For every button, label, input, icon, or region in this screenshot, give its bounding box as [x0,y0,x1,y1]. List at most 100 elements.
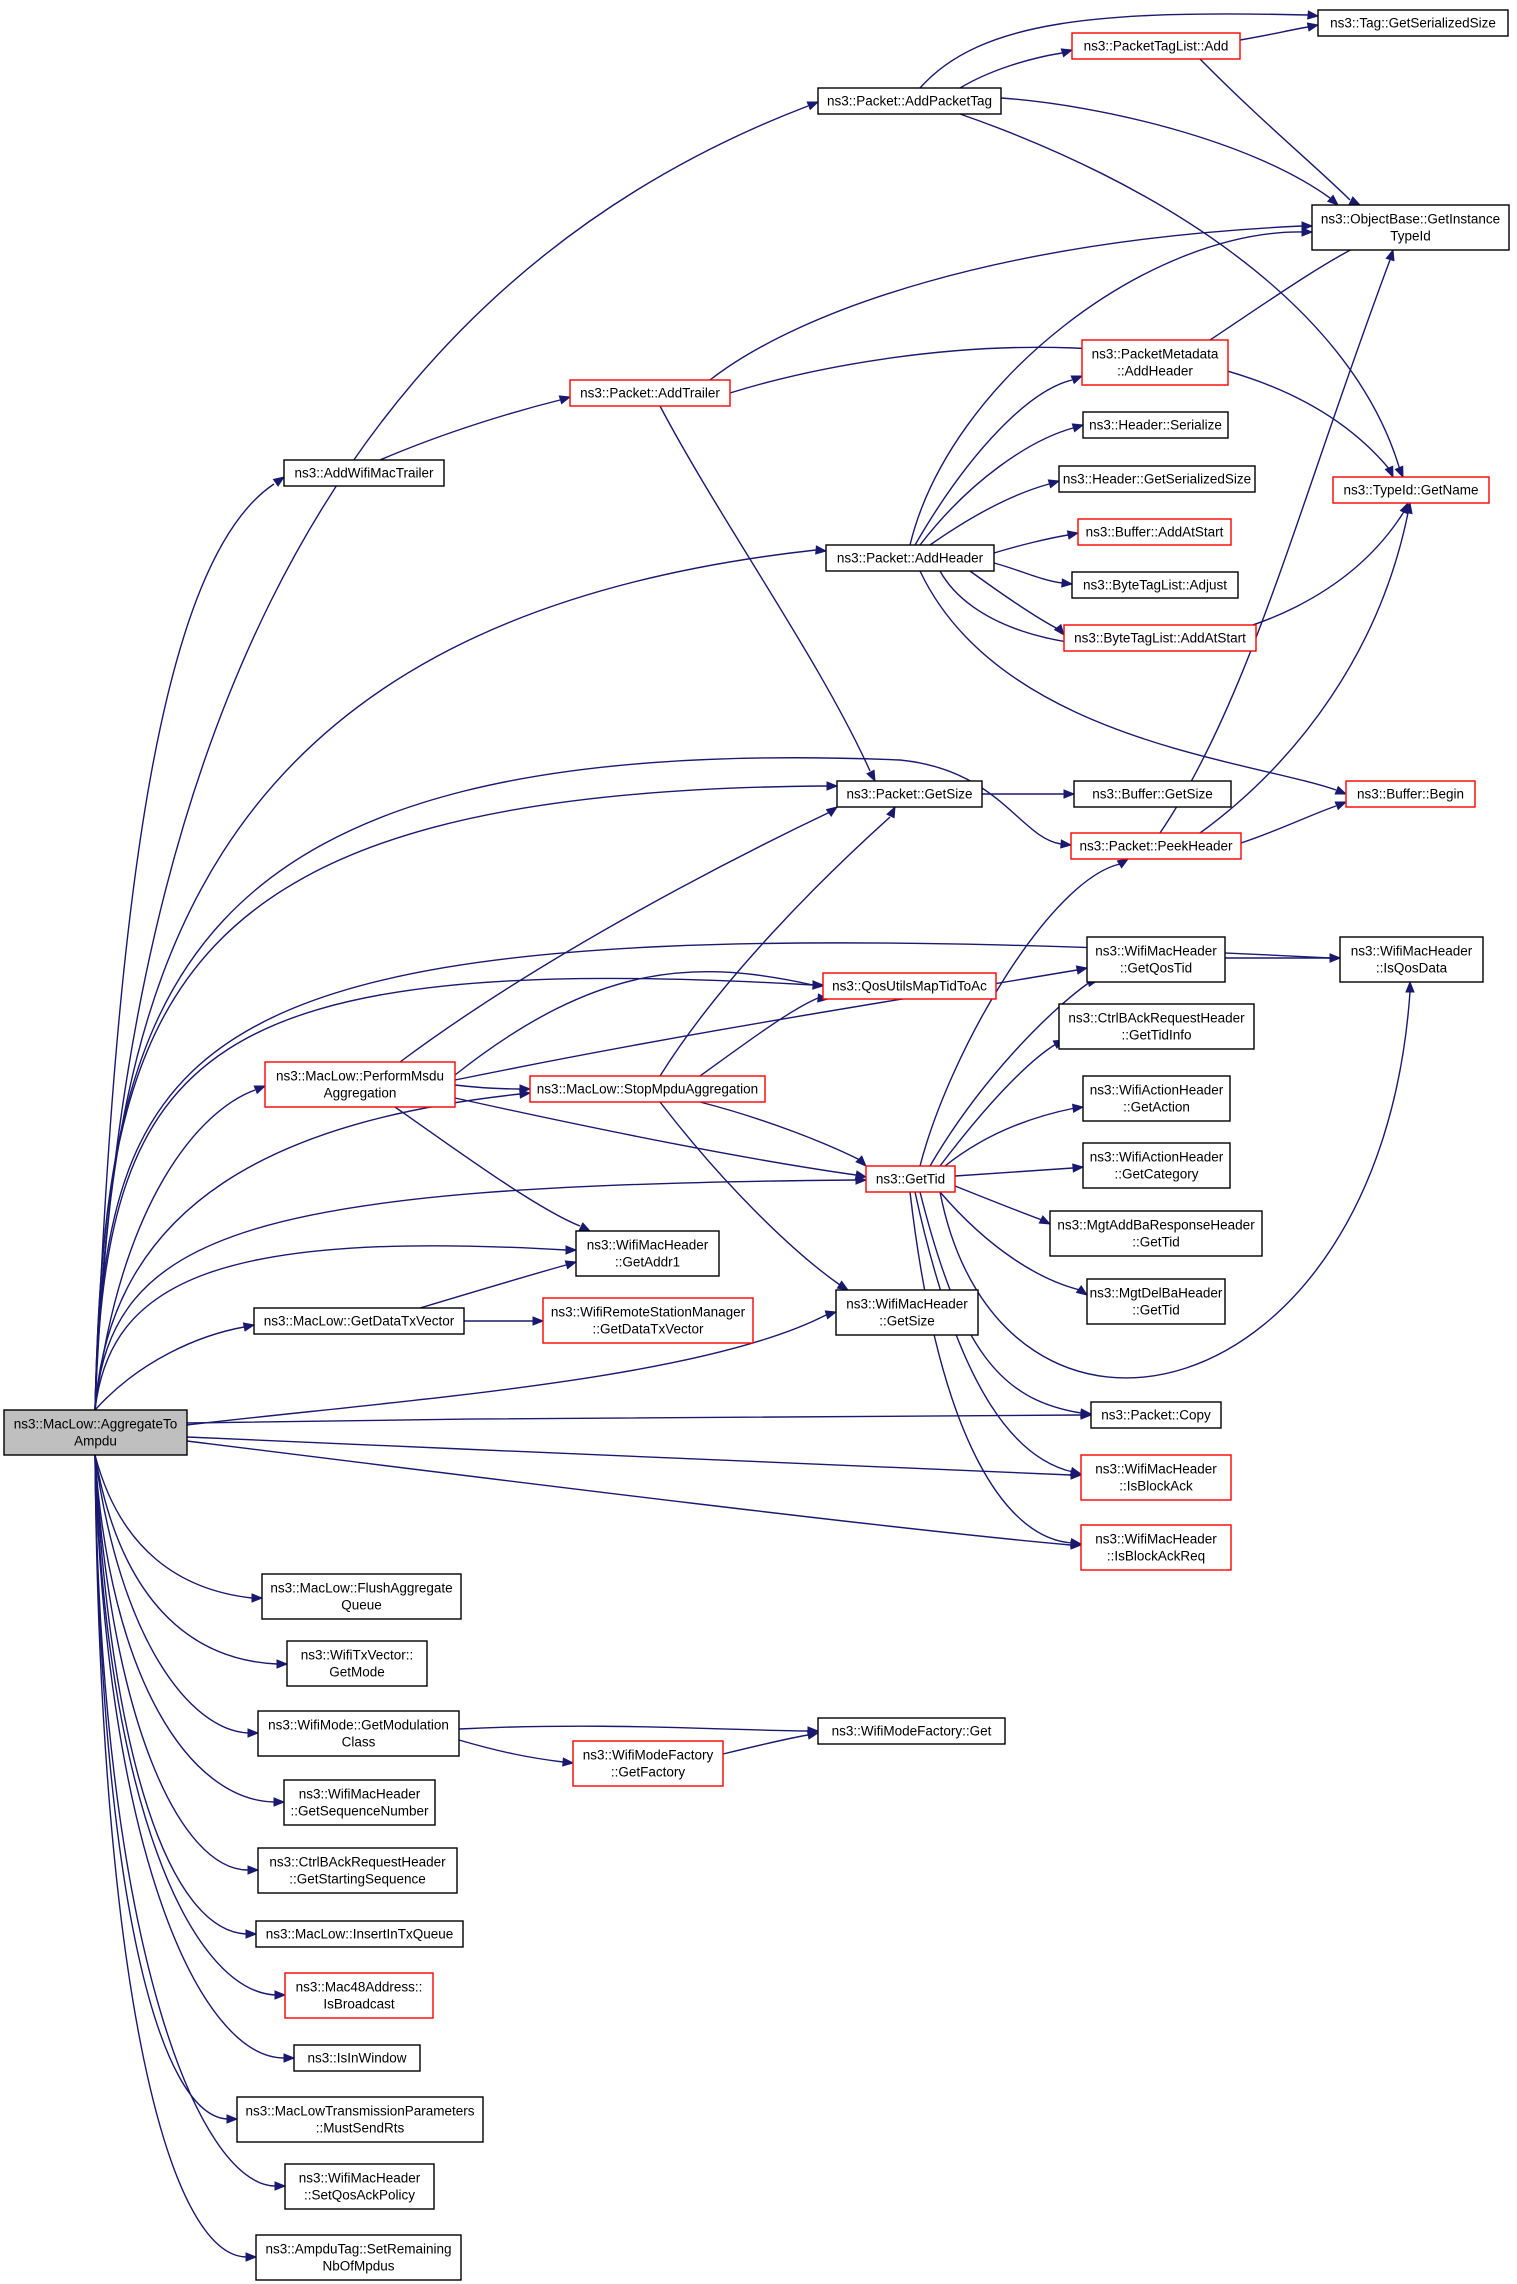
node-label: Ampdu [74,1434,117,1449]
function-node[interactable]: ns3::PacketTagList::Add [1071,32,1241,60]
node-box [1332,476,1490,504]
edge-n27-to-n22 [939,1039,1066,1167]
function-node[interactable]: ns3::Buffer::AddAtStart [1077,518,1232,546]
arrowhead [826,781,839,791]
function-node[interactable]: ns3::WifiMacHeader::GetSize [835,1289,979,1336]
arrowhead [1329,953,1342,963]
function-node[interactable]: ns3::WifiMacHeader::GetQosTid [1086,936,1226,983]
function-node[interactable]: ns3::WifiModeFactory::Get [817,1717,1006,1745]
node-label: ns3::WifiMacHeader [299,2171,421,2186]
function-node[interactable]: ns3::WifiActionHeader::GetAction [1082,1075,1231,1122]
function-node[interactable]: ns3::MacLow::StopMpduAggregation [529,1075,766,1103]
function-node[interactable]: ns3::ByteTagList::Adjust [1071,571,1239,599]
edge-n1-to-n2 [959,48,1074,89]
function-node[interactable]: ns3::Buffer::Begin [1345,780,1476,808]
function-node[interactable]: ns3::WifiMacHeader::IsQosData [1339,936,1484,983]
function-node[interactable]: ns3::CtrlBAckRequestHeader::GetStartingS… [257,1847,458,1894]
edge-n12-to-n17 [919,570,1348,795]
edge-n23-to-n29 [394,1106,592,1232]
node-label: ns3::IsInWindow [307,2051,406,2066]
node-box [835,1289,979,1336]
function-node[interactable]: ns3::CtrlBAckRequestHeader::GetTidInfo [1058,1003,1255,1050]
function-node[interactable]: ns3::MgtDelBaHeader::GetTid [1086,1278,1226,1325]
function-node[interactable]: ns3::Header::Serialize [1082,411,1229,439]
node-label: ns3::Header::GetSerializedSize [1063,472,1251,487]
node-label: ns3::Packet::AddTrailer [580,386,720,401]
function-node[interactable]: ns3::MgtAddBaResponseHeader::GetTid [1049,1210,1263,1257]
node-label: ns3::Packet::AddPacketTag [827,94,992,109]
node-box [1082,1142,1231,1189]
node-label: ::AddHeader [1117,364,1193,379]
arrowhead [253,1085,267,1095]
arrowhead [855,1155,867,1167]
function-node[interactable]: ns3::GetTid [865,1165,956,1193]
function-node[interactable]: ns3::QosUtilsMapTidToAc [822,972,997,1000]
node-label: ns3::MacLow::InsertInTxQueue [266,1927,454,1942]
function-node[interactable]: ns3::Packet::Copy [1090,1401,1222,1429]
node-box [293,2044,421,2072]
function-node[interactable]: ns3::Header::GetSerializedSize [1058,465,1256,493]
function-node[interactable]: ns3::Buffer::GetSize [1073,780,1232,808]
node-label: ns3::CtrlBAckRequestHeader [1068,1011,1245,1026]
function-node[interactable]: ns3::MacLow::GetDataTxVector [253,1307,465,1335]
node-box [1080,1454,1232,1501]
node-box [836,780,983,808]
function-node[interactable]: ns3::Packet::GetSize [836,780,983,808]
function-node[interactable]: ns3::PacketMetadata::AddHeader [1081,339,1229,386]
function-node[interactable]: ns3::WifiMacHeader::IsBlockAckReq [1080,1524,1232,1571]
function-node[interactable]: ns3::WifiMacHeader::GetAddr1 [575,1230,720,1277]
edge-n2-to-n3 [1239,22,1320,41]
edge-n31-to-n29 [419,1260,578,1309]
edge-n23-to-n27 [454,1097,868,1180]
node-label: ns3::GetTid [876,1172,945,1187]
function-node[interactable]: ns3::IsInWindow [293,2044,421,2072]
edge-n1-to-n4 [1000,97,1340,206]
function-node[interactable]: ns3::WifiMacHeader::GetSequenceNumber [283,1779,436,1826]
arrowhead [825,806,839,817]
node-label: ns3::ObjectBase::GetInstance [1321,212,1500,227]
function-node[interactable]: ns3::ByteTagList::AddAtStart [1063,624,1257,652]
function-node[interactable]: ns3::AddWifiMacTrailer [283,459,445,487]
function-node[interactable]: ns3::WifiMacHeader::IsBlockAck [1080,1454,1232,1501]
function-node[interactable]: ns3::Packet::AddPacketTag [817,87,1002,115]
node-box [257,1847,458,1894]
arrowhead [245,1929,258,1939]
arrowhead [1403,501,1413,515]
function-node[interactable]: ns3::WifiRemoteStationManager::GetDataTx… [542,1297,754,1344]
arrowhead [283,2053,296,2063]
edge-n15-to-n16 [982,789,1076,799]
function-node[interactable]: ns3::Tag::GetSerializedSize [1317,9,1509,37]
edge-n12-to-n4 [909,227,1314,546]
arrowhead [1075,1285,1089,1296]
function-node[interactable]: ns3::TypeId::GetName [1332,476,1490,504]
node-label: ::GetTid [1132,1303,1180,1318]
function-node[interactable]: ns3::MacLow::InsertInTxQueue [255,1920,464,1948]
function-node[interactable]: ns3::WifiModeFactory::GetFactory [572,1740,724,1787]
function-node[interactable]: ns3::Packet::PeekHeader [1070,832,1242,860]
function-node[interactable]: ns3::WifiMacHeader::SetQosAckPolicy [284,2163,435,2210]
function-node[interactable]: ns3::WifiTxVector::GetMode [286,1640,428,1687]
arrowhead [1334,785,1348,795]
edge-n27-to-n25 [944,1103,1085,1167]
function-node[interactable]: ns3::Packet::AddHeader [825,544,995,572]
function-node[interactable]: ns3::Packet::AddTrailer [569,379,731,407]
arrowhead [836,1280,850,1291]
node-box [1077,518,1232,546]
node-label: ns3::Packet::Copy [1101,1408,1211,1423]
node-box [1086,1278,1226,1325]
function-node[interactable]: ns3::WifiActionHeader::GetCategory [1082,1142,1231,1189]
arrowhead [564,1260,578,1270]
node-label: ns3::MacLow::FlushAggregate [270,1581,452,1596]
function-node[interactable]: ns3::Mac48Address::IsBroadcast [284,1972,434,2019]
function-node[interactable]: ns3::MacLowTransmissionParameters::MustS… [236,2096,484,2143]
node-label: Class [342,1735,376,1750]
arrowhead [1070,375,1084,385]
arrowhead [1075,965,1089,975]
